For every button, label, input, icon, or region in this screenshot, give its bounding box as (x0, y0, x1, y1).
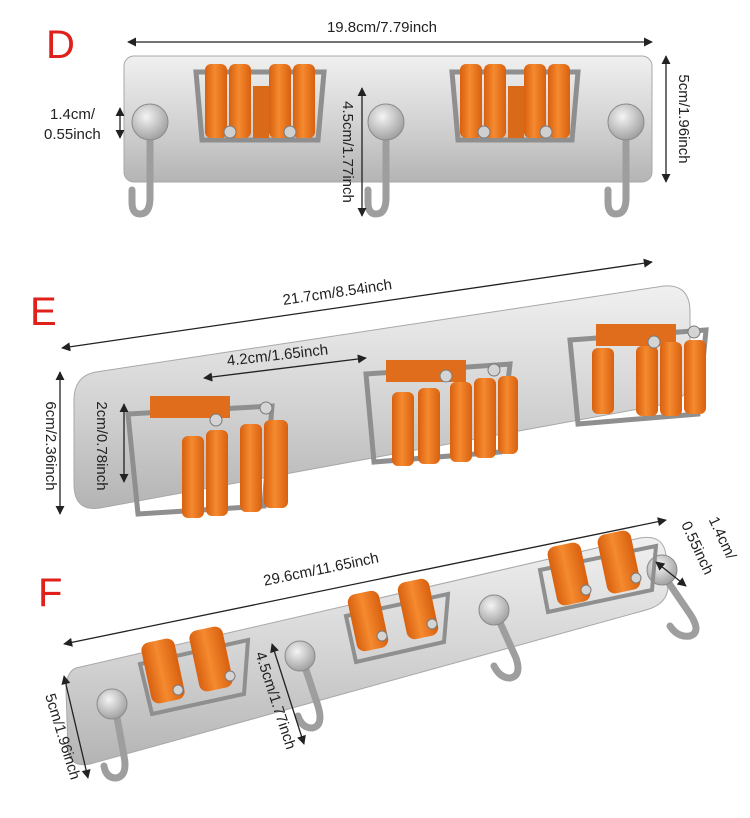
d-hook-width-label-2: 0.55inch (44, 126, 101, 143)
variant-d-letter: D (46, 23, 75, 67)
f-hook-height-dim-line (270, 643, 306, 745)
e-clip-right (567, 324, 709, 427)
f-length-label: 29.6cm/11.65inch (262, 549, 380, 589)
e-clip-left (125, 396, 288, 518)
f-hook-width-dim-line (655, 561, 687, 587)
e-clip-middle (363, 360, 518, 466)
f-hook-3 (478, 594, 522, 682)
f-clip-3 (537, 530, 659, 615)
d-clip-left (193, 64, 327, 143)
variant-d-group: D 19.8cm/7.79inch (44, 19, 692, 218)
d-hook-left (128, 103, 169, 218)
d-height-label: 5cm/1.96inch (675, 74, 692, 163)
d-clip-right (449, 64, 581, 143)
d-hook-right (604, 103, 645, 218)
f-length-dim-line (63, 517, 667, 647)
d-hook-width-label-1: 1.4cm/ (50, 106, 96, 123)
d-length-label: 19.8cm/7.79inch (327, 19, 437, 36)
f-height-dim-line (61, 675, 91, 779)
f-clip-2 (343, 578, 451, 665)
variant-e-group: E 21.7cm/8.54inch (30, 258, 709, 518)
variant-e-letter: E (30, 290, 57, 334)
variant-f-group: F 29.6cm/11.65inch (38, 514, 740, 782)
variant-f-letter: F (38, 571, 62, 615)
e-length-dim-line (61, 258, 653, 352)
f-hook-1 (96, 688, 129, 782)
e-length-label: 21.7cm/8.54inch (282, 276, 393, 309)
d-hook-middle (364, 103, 405, 218)
e-height-label: 6cm/2.36inch (42, 401, 59, 490)
d-hook-height-label: 4.5cm/1.77inch (339, 101, 356, 203)
e-spacing-dim-line (203, 354, 367, 382)
e-clip-width-label: 2cm/0.78inch (93, 401, 110, 490)
f-clip-1 (137, 626, 251, 717)
